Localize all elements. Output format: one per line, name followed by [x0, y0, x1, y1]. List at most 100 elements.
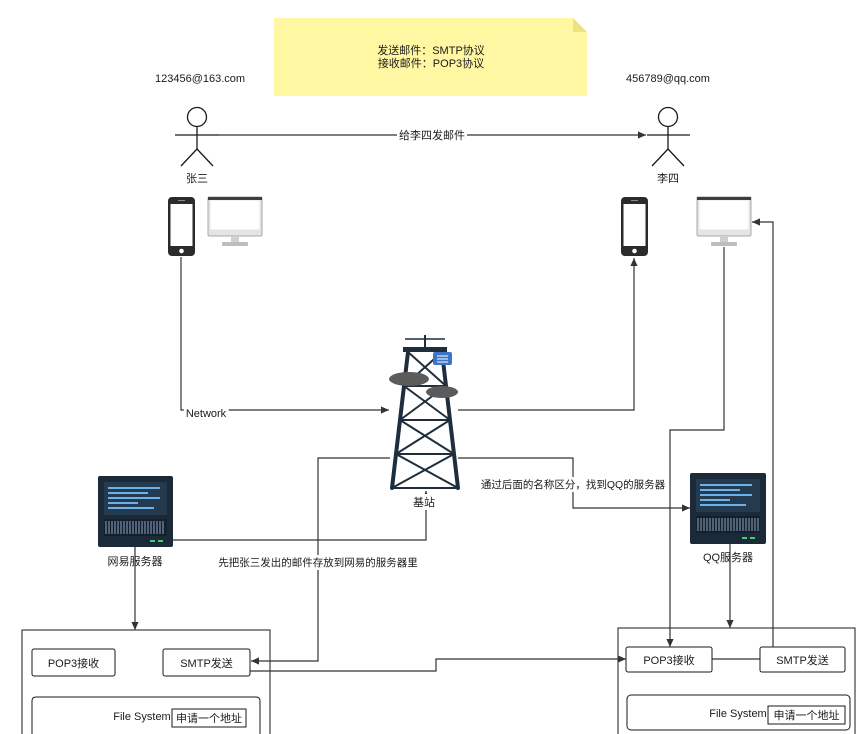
netease-pop3-box — [31, 648, 116, 677]
base-station-label: 基站 — [413, 495, 435, 509]
monitor-top-strip — [697, 197, 751, 200]
arrowhead — [618, 655, 626, 663]
phone-home-button — [179, 248, 184, 254]
note-folded-corner — [573, 18, 587, 32]
server-led — [742, 537, 747, 539]
qq-alloc-address-label: 申请一个地址 — [774, 708, 840, 722]
qq-server-icon — [690, 473, 766, 544]
label-background — [183, 407, 229, 421]
store-on-netease-label: 先把张三发出的邮件存放到网易的服务器里 — [218, 556, 418, 569]
protocol-note: 发送邮件：SMTP协议 接收邮件：POP3协议 — [274, 18, 587, 96]
server-indicator-bar — [108, 487, 160, 489]
sender-monitor-icon — [207, 196, 263, 246]
actor-right-leg — [667, 148, 685, 167]
server-indicator-bar — [700, 499, 730, 501]
server-indicator-bar — [700, 504, 746, 506]
arrowhead — [638, 131, 646, 139]
label-background — [216, 555, 420, 570]
server-indicator-bar — [108, 492, 148, 494]
netease-host-border — [21, 629, 271, 734]
qq-server-label: QQ服务器 — [703, 551, 753, 564]
tower-dish-upper — [389, 372, 429, 386]
label-background — [397, 127, 467, 143]
tower-brace — [407, 351, 447, 387]
tower-platform — [403, 347, 447, 352]
arrowhead — [381, 406, 389, 414]
netease-file-system-label: File System — [113, 711, 170, 723]
qq-host: POP3接收 SMTP发送 File System 申请一个地址 — [625, 646, 851, 731]
edge-label-send-mail: 给李四发邮件 — [397, 127, 467, 143]
receiver-name: 李四 — [657, 171, 679, 185]
qq-alloc-address-box — [767, 705, 846, 725]
netease-host-frame — [21, 629, 271, 734]
arrowhead — [251, 657, 259, 665]
arrowhead — [752, 218, 760, 226]
server-indicator-bar — [108, 502, 138, 504]
server-led — [150, 540, 155, 542]
phone-home-button — [632, 248, 637, 254]
server-grille — [104, 519, 167, 536]
tower-brace — [395, 419, 451, 455]
receiver-phone-icon — [621, 197, 648, 256]
note-line-receive-protocol: 接收邮件：POP3协议 — [378, 56, 484, 70]
server-indicator-bar — [700, 494, 752, 496]
phone-screen — [170, 204, 193, 246]
qq-file-system-label: File System — [709, 708, 766, 720]
actor-left-leg — [180, 148, 198, 167]
netease-pop3-label: POP3接收 — [48, 656, 99, 670]
arrowhead — [630, 258, 638, 266]
cell-tower-icon — [389, 335, 460, 490]
actor-head — [186, 106, 208, 128]
sender-name: 张三 — [186, 172, 208, 185]
network-label: Network — [186, 408, 227, 420]
tower-dish-lower — [426, 386, 458, 398]
monitor-screen — [210, 200, 260, 230]
server-indicator-bar — [108, 507, 154, 509]
qq-smtp-box — [759, 646, 846, 673]
note-body — [274, 18, 587, 96]
note-line-send-protocol: 发送邮件：SMTP协议 — [377, 43, 485, 57]
netease-smtp-label: SMTP发送 — [180, 656, 233, 670]
monitor-screen — [699, 200, 749, 230]
sender-phone-icon — [168, 197, 195, 256]
edge-label-route-to-qq: 通过后面的名称区分，找到QQ的服务器 — [478, 477, 668, 492]
edge-tower-to-receiver-phone — [458, 258, 635, 411]
route-to-qq-label: 通过后面的名称区分，找到QQ的服务器 — [481, 478, 666, 491]
tower-brace — [395, 453, 459, 489]
monitor-stand-base — [711, 242, 737, 246]
edge-label-store-on-netease: 先把张三发出的邮件存放到网易的服务器里 — [216, 555, 420, 570]
server-led — [158, 540, 163, 542]
arrowhead — [726, 620, 734, 628]
receiver-email: 456789@qq.com — [626, 73, 710, 85]
send-mail-label: 给李四发邮件 — [399, 128, 465, 142]
tower-brace — [391, 453, 455, 489]
netease-alloc-address-box — [171, 708, 247, 728]
sender-actor-icon — [175, 106, 219, 167]
netease-server-icon — [98, 476, 173, 547]
monitor-stand-base — [222, 242, 248, 246]
edge-label-network: Network — [183, 407, 229, 421]
receiver-actor-icon — [647, 106, 690, 167]
server-indicator-bar — [700, 489, 740, 491]
netease-alloc-address-label: 申请一个地址 — [176, 711, 242, 725]
server-indicator-bar — [108, 497, 160, 499]
connector-edges — [131, 131, 774, 672]
arrowhead — [666, 639, 674, 647]
qq-host-border — [617, 627, 856, 734]
edge-receiver-monitor-to-pop3 — [669, 247, 725, 647]
server-led — [750, 537, 755, 539]
actor-head — [657, 106, 679, 128]
netease-server-label: 网易服务器 — [108, 555, 163, 568]
arrowhead — [131, 622, 139, 630]
monitor-stand-neck — [231, 236, 239, 242]
netease-smtp-box — [162, 648, 251, 677]
netease-host: POP3接收 SMTP发送 File System 申请一个地址 — [31, 648, 261, 734]
sender-email: 123456@163.com — [155, 73, 245, 85]
label-background — [478, 477, 668, 492]
qq-host-frame — [617, 627, 856, 734]
monitor-top-strip — [208, 197, 262, 200]
phone-screen — [623, 204, 646, 246]
qq-pop3-label: POP3接收 — [643, 653, 694, 667]
